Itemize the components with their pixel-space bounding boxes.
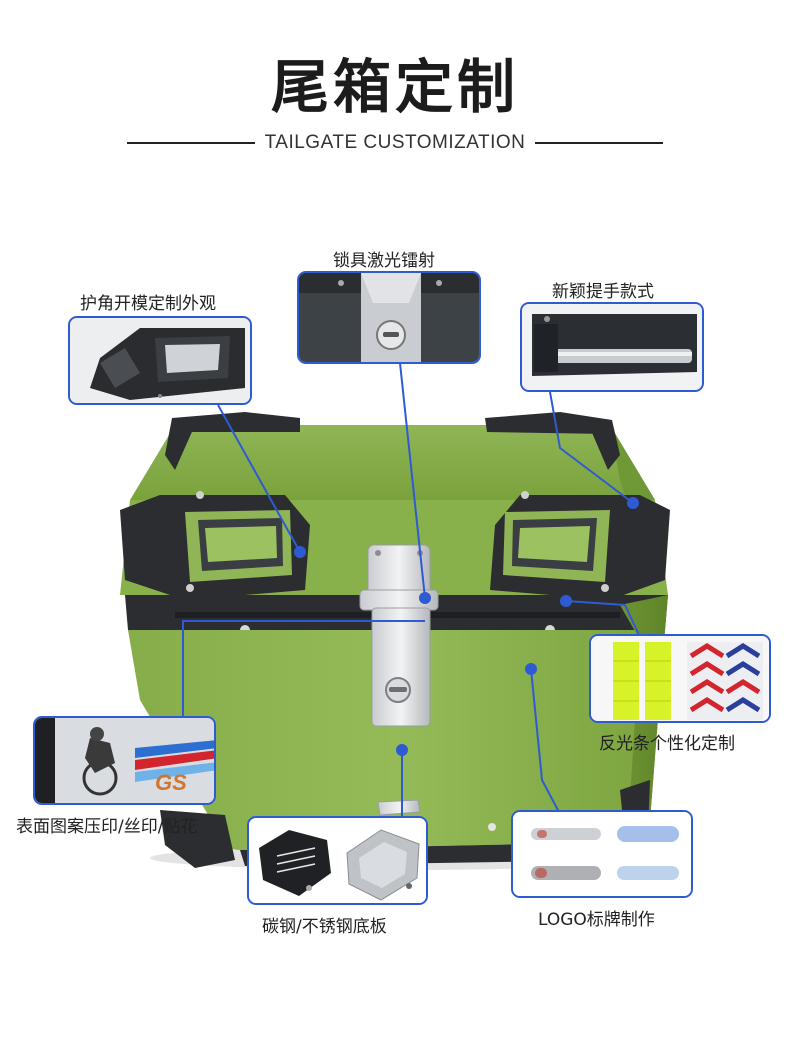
callout-image-handle <box>520 302 704 392</box>
callout-image-reflective <box>589 634 771 723</box>
callout-image-logo <box>511 810 693 898</box>
corner-guard-bottom-left <box>160 810 235 868</box>
rear-rail-left <box>172 412 300 432</box>
callout-image-lock <box>297 271 481 364</box>
callout-image-corner <box>68 316 252 405</box>
callout-label-handle: 新颖提手款式 <box>552 282 654 302</box>
leader-print <box>182 620 425 758</box>
rivet <box>375 550 381 556</box>
rear-corner-left <box>165 418 195 470</box>
leader-corner <box>217 404 301 553</box>
subtitle-line-left <box>127 142 255 144</box>
callout-label-print: 表面图案压印/丝印/贴花 <box>16 817 198 837</box>
subtitle-line-right <box>535 142 663 144</box>
leader-dots <box>294 497 639 756</box>
box-body-front <box>128 630 665 850</box>
callout-label-lock: 锁具激光镭射 <box>333 251 435 271</box>
rear-corner-right <box>590 420 620 470</box>
lid-top <box>130 425 655 500</box>
key-slot <box>389 687 407 692</box>
latch-plate <box>371 607 431 727</box>
callout-image-print: GS <box>33 716 216 805</box>
callout-label-logo: LOGO标牌制作 <box>538 910 655 930</box>
callout-label-reflective: 反光条个性化定制 <box>599 734 735 754</box>
rivet <box>488 823 496 831</box>
subtitle: TAILGATE CUSTOMIZATION <box>264 132 526 153</box>
rivet <box>521 491 529 499</box>
subtitle-row: TAILGATE CUSTOMIZATION <box>0 132 790 156</box>
page-title: 尾箱定制 <box>270 53 519 121</box>
handle-gap-left <box>205 526 277 562</box>
rear-rail-right <box>485 412 612 434</box>
handle-gap-right <box>518 526 590 562</box>
rivet <box>186 584 194 592</box>
leader-handle <box>549 391 634 504</box>
rivet <box>196 491 204 499</box>
callout-image-base <box>247 816 428 905</box>
callout-label-corner: 护角开模定制外观 <box>80 294 216 314</box>
callout-label-base: 碳钢/不锈钢底板 <box>262 917 387 937</box>
leader-lines <box>182 362 641 817</box>
leader-lock <box>399 362 426 599</box>
svg-text:GS: GS <box>155 770 187 795</box>
leader-reflective <box>565 600 641 638</box>
leader-logo <box>530 668 561 815</box>
rivet <box>601 584 609 592</box>
bottom-clip <box>377 799 421 816</box>
